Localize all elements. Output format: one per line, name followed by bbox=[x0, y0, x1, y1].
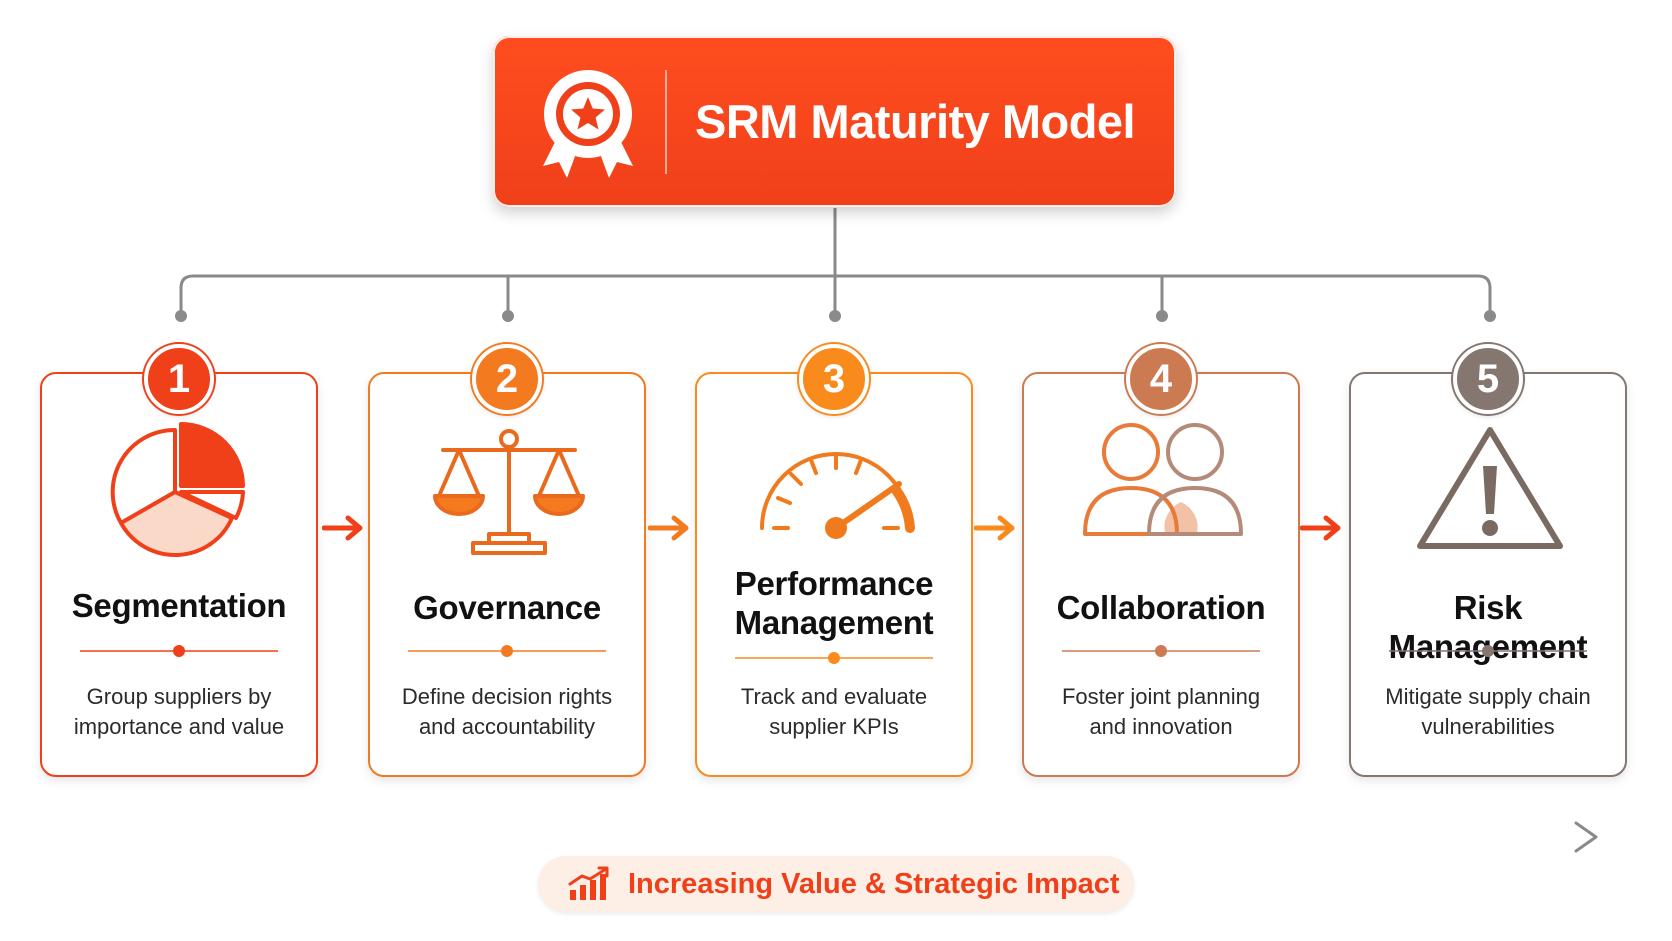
stage-card-1: 1 Segmentation Group suppliers by import… bbox=[40, 344, 318, 777]
tree-connectors bbox=[179, 208, 1492, 315]
stage-card-2: 2 Governance Define decision rights and … bbox=[368, 344, 646, 777]
stage-separator-dot bbox=[1482, 645, 1494, 657]
award-ribbon-icon bbox=[543, 70, 633, 178]
stage-card-3: 3 Performance Management Track and evalu… bbox=[695, 344, 973, 777]
stage-number-badge: 4 bbox=[1126, 344, 1196, 414]
stage-title: Performance Management bbox=[734, 565, 934, 641]
title-banner: SRM Maturity Model bbox=[493, 36, 1176, 207]
impact-label: Increasing Value & Strategic Impact bbox=[628, 868, 1120, 900]
flow-arrow-icon bbox=[1300, 515, 1341, 541]
stage-separator-dot bbox=[828, 652, 840, 664]
warning-triangle-icon bbox=[1417, 427, 1563, 549]
stage-description: Define decision rights and accountabilit… bbox=[401, 684, 613, 739]
growth-bar-chart-icon bbox=[568, 866, 609, 900]
speedometer-gauge-icon bbox=[760, 452, 915, 539]
impact-label-pill: Increasing Value & Strategic Impact bbox=[538, 856, 1134, 912]
stage-description: Foster joint planning and innovation bbox=[1061, 684, 1261, 739]
flow-arrow-icon bbox=[974, 515, 1015, 541]
stage-card-4: 4 Collaboration Foster joint planning an… bbox=[1022, 344, 1300, 777]
stage-title: Governance bbox=[413, 589, 601, 626]
stage-title: Segmentation bbox=[71, 587, 287, 624]
stage-description: Mitigate supply chain vulnerabilities bbox=[1385, 684, 1591, 739]
flow-arrow-icon bbox=[648, 515, 689, 541]
title-divider bbox=[665, 70, 667, 174]
stage-description: Track and evaluate supplier KPIs bbox=[740, 684, 928, 739]
balance-scale-icon bbox=[433, 429, 585, 555]
two-people-icon bbox=[1083, 423, 1243, 536]
stage-description: Group suppliers by importance and value bbox=[73, 684, 285, 739]
diagram-title: SRM Maturity Model bbox=[695, 95, 1136, 148]
connector-dots bbox=[175, 310, 1496, 322]
pie-chart-icon bbox=[110, 422, 245, 558]
stage-number-badge: 1 bbox=[144, 344, 214, 414]
stage-separator-dot bbox=[173, 645, 185, 657]
stage-separator-dot bbox=[1155, 645, 1167, 657]
stage-number-badge: 3 bbox=[799, 344, 869, 414]
stage-separator-dot bbox=[501, 645, 513, 657]
stage-number-badge: 2 bbox=[472, 344, 542, 414]
stage-title: Collaboration bbox=[1056, 589, 1266, 626]
flow-arrow-icon bbox=[322, 515, 363, 541]
stage-number-badge: 5 bbox=[1453, 344, 1523, 414]
progress-dashed-arrow bbox=[72, 821, 1598, 853]
stage-card-5: 5 Risk Management Mitigate supply chain … bbox=[1349, 344, 1627, 777]
